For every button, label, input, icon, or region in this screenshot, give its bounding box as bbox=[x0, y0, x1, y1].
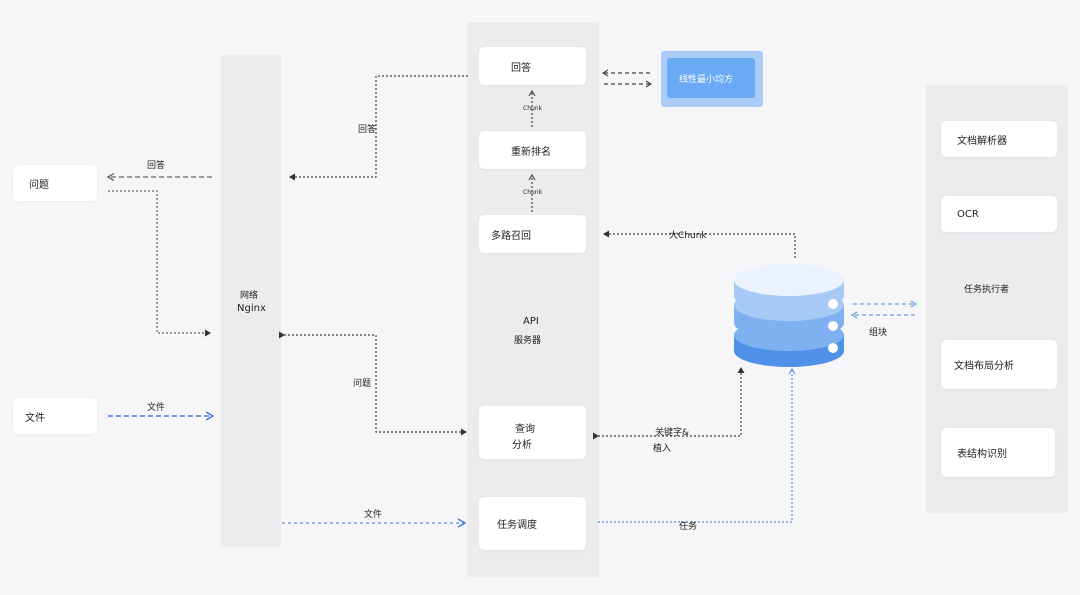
doc-parser-label: 文档解析器 bbox=[957, 135, 1007, 147]
answer-label: 回答 bbox=[511, 62, 531, 74]
api-server-panel bbox=[467, 22, 599, 577]
edge-label-big-chunk: 大Chunk bbox=[669, 231, 707, 241]
multi-recall-label: 多路召回 bbox=[491, 230, 531, 242]
file-label: 文件 bbox=[25, 412, 45, 424]
ocr-node[interactable]: OCR bbox=[941, 196, 1057, 232]
edge-nginx-to-query bbox=[279, 331, 467, 436]
layout-analysis-label: 文档布局分析 bbox=[954, 361, 1014, 372]
multi-recall-node[interactable]: 多路召回 bbox=[479, 215, 586, 253]
edge-label-chunk-mid: Chunk bbox=[523, 189, 543, 196]
edge-query-to-db bbox=[593, 367, 745, 440]
edge-answer-to-nginx bbox=[289, 75, 468, 181]
ocr-label: OCR bbox=[957, 208, 979, 220]
layout-analysis-node[interactable]: 文档布局分析 bbox=[941, 340, 1057, 389]
edge-label-chunking: 组块 bbox=[869, 328, 888, 338]
lls-label: 线性最小均方 bbox=[679, 74, 734, 85]
nginx-label-line1: 网络 bbox=[240, 291, 259, 301]
task-schedule-node[interactable]: 任务调度 bbox=[479, 497, 586, 550]
task-schedule-label: 任务调度 bbox=[497, 520, 537, 531]
rerank-label: 重新排名 bbox=[511, 146, 551, 158]
query-label-line1: 查询 bbox=[515, 424, 535, 435]
edge-task-to-db bbox=[598, 367, 796, 523]
doc-parser-node[interactable]: 文档解析器 bbox=[941, 121, 1057, 157]
edge-label-file-left: 文件 bbox=[147, 403, 166, 413]
query-label-line2: 分析 bbox=[512, 440, 532, 451]
task-executor-label: 任务执行者 bbox=[964, 285, 1010, 295]
query-analysis-node[interactable]: 查询 分析 bbox=[479, 406, 586, 459]
database-icon bbox=[734, 264, 844, 367]
edge-label-chunk-top: Chunk bbox=[523, 105, 543, 112]
edge-label-keyword-line2: 植入 bbox=[653, 444, 672, 454]
api-label-line2: 服务器 bbox=[514, 336, 542, 346]
answer-node[interactable]: 回答 bbox=[479, 47, 586, 85]
edge-label-task: 任务 bbox=[679, 522, 698, 532]
table-structure-label: 表结构识别 bbox=[957, 449, 1007, 460]
api-label-line1: API bbox=[523, 316, 539, 327]
file-node[interactable]: 文件 bbox=[13, 398, 97, 434]
nginx-panel bbox=[221, 55, 281, 547]
question-label: 问题 bbox=[29, 179, 49, 191]
table-structure-node[interactable]: 表结构识别 bbox=[941, 428, 1055, 477]
edge-label-file-bottom: 文件 bbox=[364, 510, 383, 520]
edge-label-question-nginx: 问题 bbox=[353, 379, 372, 389]
edge-db-to-recall bbox=[603, 230, 796, 258]
edge-label-answer-nginx: 回答 bbox=[358, 125, 377, 135]
lls-node[interactable]: 线性最小均方 bbox=[661, 51, 763, 107]
rerank-node[interactable]: 重新排名 bbox=[479, 131, 586, 169]
question-node[interactable]: 问题 bbox=[13, 165, 97, 201]
nginx-label-line2: Nginx bbox=[237, 303, 266, 314]
edge-label-keyword-line1: 关键字& bbox=[655, 428, 690, 438]
edge-question-to-nginx bbox=[108, 190, 211, 337]
edge-label-answer-left: 回答 bbox=[147, 161, 166, 171]
